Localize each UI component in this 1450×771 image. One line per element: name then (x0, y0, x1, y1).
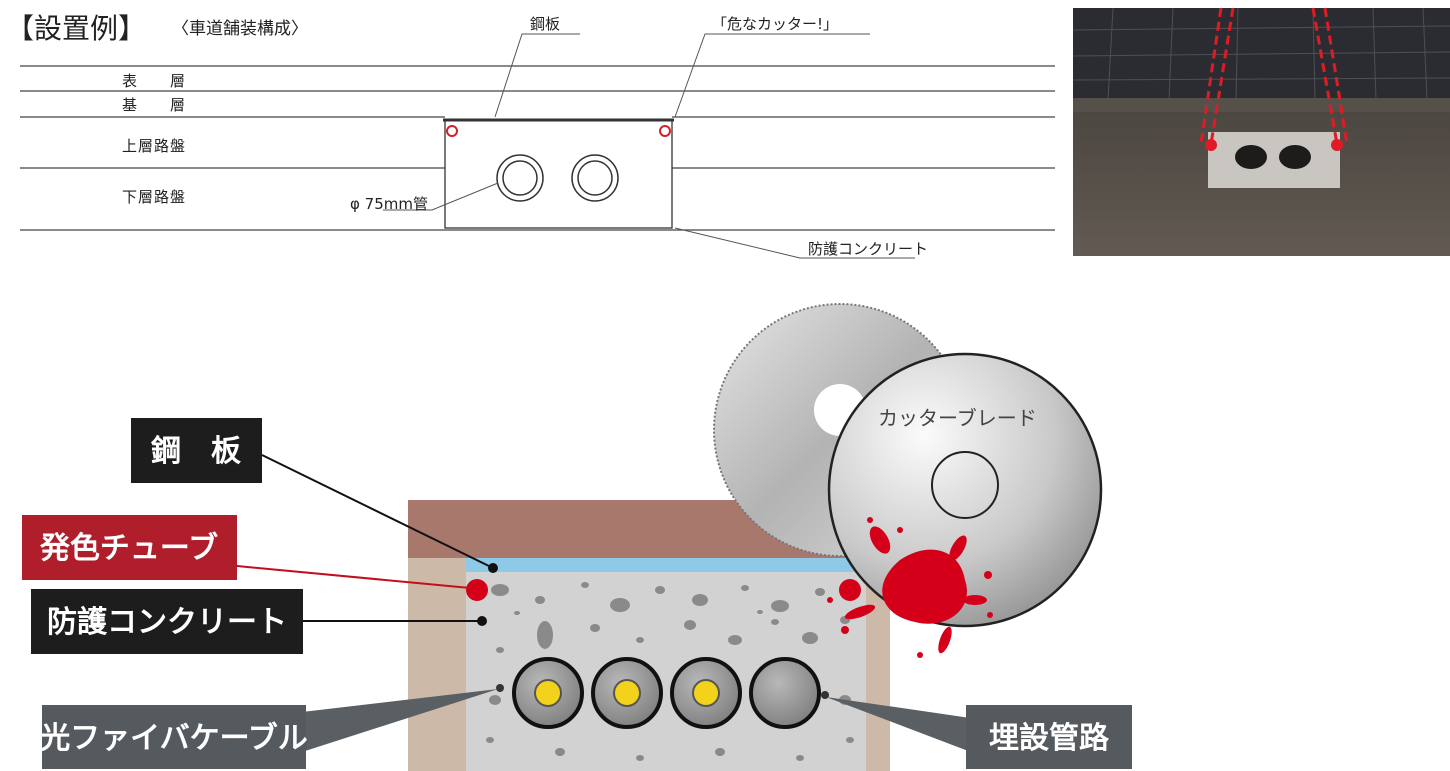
svg-text:発色チューブ: 発色チューブ (39, 531, 218, 566)
buried-pipes (512, 657, 821, 729)
steel-plate-layer (466, 558, 866, 572)
pipe-left (496, 154, 544, 202)
layer-label-base: 基 層 (122, 96, 186, 114)
callout-fiber-cable: 光ファイバケーブル (40, 705, 308, 769)
svg-text:埋設管路: 埋設管路 (989, 721, 1110, 756)
tube-marker-right (659, 125, 671, 137)
pipe-right (571, 154, 619, 202)
svg-text:鋼 板: 鋼 板 (151, 434, 241, 469)
color-tube-left (466, 579, 488, 601)
callout-color-tube: 発色チューブ (22, 515, 237, 580)
leader-lines (383, 33, 915, 259)
callout-steel-plate: 鋼 板 (131, 418, 262, 483)
header-title: 【設置例】 (6, 12, 146, 45)
concrete-box-outline (444, 119, 673, 229)
tube-marker-left (446, 125, 458, 137)
paint-splatter (827, 517, 993, 658)
svg-text:防護コンクリート: 防護コンクリート (47, 605, 287, 640)
protective-concrete-label: 防護コンクリート (808, 240, 928, 258)
cutter-warning-label: 「危なカッター!」 (712, 15, 838, 33)
callout-buried-pipe: 埋設管路 (966, 705, 1132, 769)
header-subtitle: 〈車道舗装構成〉 (172, 19, 308, 39)
layer-lines (20, 65, 1055, 231)
layer-label-surface: 表 層 (122, 72, 186, 90)
callout-protective-concrete: 防護コンクリート (31, 589, 303, 654)
steel-plate-label: 鋼板 (530, 15, 560, 33)
layer-label-upper-roadbed: 上層路盤 (122, 137, 186, 155)
pipe-size-label: φ 75mm管 (350, 195, 428, 213)
svg-text:光ファイバケーブル: 光ファイバケーブル (40, 721, 308, 756)
callout-leaders (236, 454, 829, 699)
aggregate-stones (486, 582, 854, 761)
buried-pipe-pointer (826, 697, 984, 757)
fiber-cable-pointer (302, 689, 498, 752)
installation-photo (1073, 8, 1450, 256)
blade-label: カッターブレード (878, 406, 1037, 430)
layer-label-lower-roadbed: 下層路盤 (122, 188, 186, 206)
color-tube-right (839, 579, 861, 601)
cutter-blade: カッターブレード (827, 352, 1103, 628)
